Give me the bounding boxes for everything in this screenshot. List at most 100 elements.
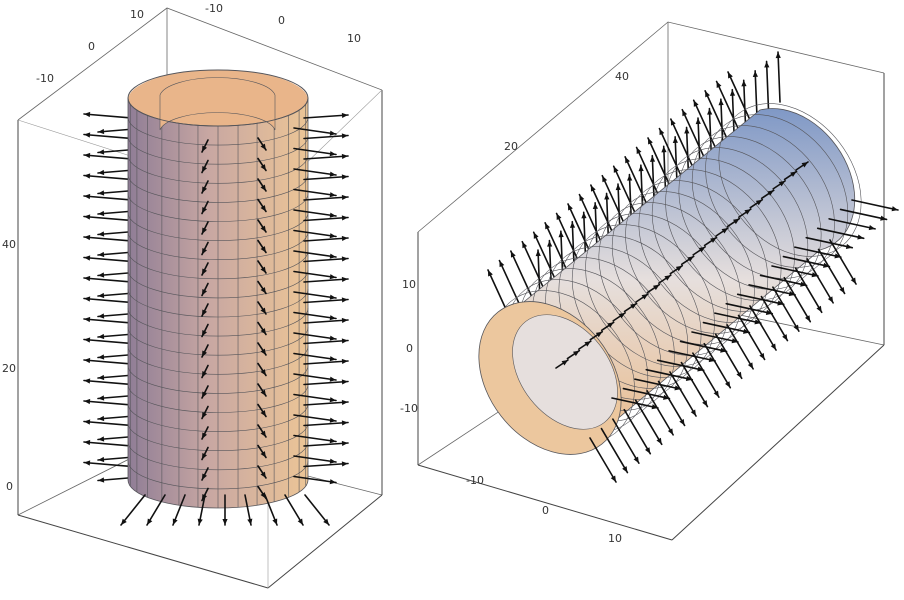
- arrow-head: [764, 61, 770, 68]
- tick-label: 10: [347, 32, 361, 45]
- arrow-head: [84, 316, 91, 323]
- arrow-shaft: [83, 420, 133, 427]
- normal-vector-arrow-icon: [806, 258, 834, 304]
- arrow-shaft: [303, 421, 349, 427]
- arrow-shaft: [293, 373, 337, 381]
- arrow-shaft: [749, 305, 777, 351]
- tick-label: 20: [2, 362, 16, 375]
- arrow-shaft: [303, 401, 349, 406]
- arrow-head: [329, 151, 336, 157]
- arrow-head: [510, 251, 516, 258]
- arrow-head: [98, 415, 105, 422]
- arrow-shaft: [794, 267, 823, 314]
- normal-vector-arrow-icon: [293, 168, 337, 177]
- normal-vector-arrow-icon: [146, 494, 166, 526]
- normal-vector-arrow-icon: [303, 440, 349, 447]
- normal-vector-arrow-icon: [714, 333, 743, 380]
- normal-vector-arrow-icon: [83, 296, 133, 304]
- normal-vector-arrow-icon: [544, 222, 568, 272]
- arrow-head: [84, 255, 91, 261]
- arrow-head: [98, 436, 105, 442]
- normal-vector-arrow-icon: [303, 297, 349, 304]
- arrow-head: [744, 209, 751, 215]
- normal-vector-arrow-icon: [498, 259, 523, 310]
- normal-vector-arrow-icon: [510, 250, 534, 300]
- arrow-head: [341, 338, 348, 344]
- arrow-shaft: [647, 137, 671, 187]
- normal-vector-arrow-icon: [201, 282, 209, 297]
- arrow-shaft: [623, 408, 652, 455]
- arrow-shaft: [691, 331, 739, 343]
- arrow-head: [329, 212, 336, 218]
- arrow-head: [260, 164, 266, 171]
- arrow-head: [202, 165, 208, 173]
- normal-vector-arrow-icon: [293, 270, 337, 280]
- arrow-shaft: [670, 118, 694, 168]
- arrow-head: [592, 202, 598, 209]
- normal-vector-arrow-icon: [303, 317, 349, 324]
- normal-vector-arrow-icon: [589, 437, 617, 483]
- arrow-shaft: [303, 175, 349, 181]
- normal-vector-arrow-icon: [612, 418, 640, 464]
- arrow-head: [713, 390, 719, 398]
- arrow-shaft: [611, 397, 659, 409]
- normal-vector-arrow-icon: [201, 221, 209, 235]
- tick-label: 0: [278, 14, 285, 27]
- arrow-head: [607, 322, 614, 328]
- arrow-head: [202, 288, 208, 296]
- normal-vector-arrow-icon: [829, 239, 857, 285]
- arrow-shaft: [646, 390, 674, 436]
- arrow-head: [684, 127, 690, 134]
- arrow-head: [767, 190, 774, 196]
- normal-vector-arrow-icon: [293, 332, 337, 341]
- normal-vector-arrow-icon: [172, 494, 186, 526]
- arrow-head: [627, 174, 633, 181]
- normal-vector-arrow-icon: [83, 173, 133, 181]
- normal-vector-arrow-icon: [303, 112, 349, 119]
- arrow-head: [98, 354, 105, 360]
- normal-vector-arrow-icon: [83, 419, 133, 427]
- arrow-head: [652, 284, 660, 291]
- normal-vector-arrow-icon: [692, 246, 706, 256]
- arrow-head: [247, 518, 253, 525]
- arrow-shaft: [293, 147, 337, 156]
- normal-vector-arrow-icon: [669, 371, 697, 417]
- arrow-head: [202, 411, 208, 419]
- normal-vector-arrow-icon: [794, 267, 823, 314]
- arrow-head: [638, 165, 644, 172]
- normal-vector-arrow-icon: [817, 248, 846, 295]
- arrow-head: [561, 360, 568, 366]
- arrow-shaft: [828, 218, 876, 230]
- arrow-head: [84, 234, 91, 241]
- arrow-head: [718, 99, 724, 106]
- arrow-shaft: [794, 246, 842, 258]
- arrow-head: [759, 352, 765, 360]
- arrow-shaft: [692, 352, 720, 398]
- normal-vector-arrow-icon: [783, 276, 812, 323]
- arrow-head: [98, 456, 105, 463]
- arrow-head: [84, 173, 91, 179]
- arrow-shaft: [726, 324, 754, 370]
- arrow-shaft: [851, 199, 899, 211]
- normal-vector-arrow-icon: [257, 157, 267, 172]
- arrow-shaft: [736, 293, 785, 306]
- arrow-head: [260, 492, 266, 499]
- arrow-head: [297, 518, 303, 525]
- arrow-head: [569, 221, 576, 228]
- arrow-head: [687, 256, 694, 262]
- tick-label: 0: [88, 40, 95, 53]
- tick-label: 0: [406, 342, 413, 355]
- arrow-shaft: [783, 276, 812, 323]
- arrow-head: [698, 246, 706, 253]
- arrow-head: [98, 190, 105, 196]
- normal-vector-arrow-icon: [83, 439, 133, 447]
- arrow-shaft: [612, 418, 640, 464]
- normal-vector-arrow-icon: [646, 283, 661, 294]
- normal-vector-arrow-icon: [737, 314, 766, 361]
- arrow-shaft: [817, 248, 846, 295]
- normal-vector-arrow-icon: [578, 340, 592, 350]
- arrow-shaft: [679, 340, 728, 353]
- normal-vector-arrow-icon: [201, 344, 209, 358]
- arrow-shaft: [83, 461, 133, 468]
- normal-vector-arrow-icon: [257, 178, 267, 192]
